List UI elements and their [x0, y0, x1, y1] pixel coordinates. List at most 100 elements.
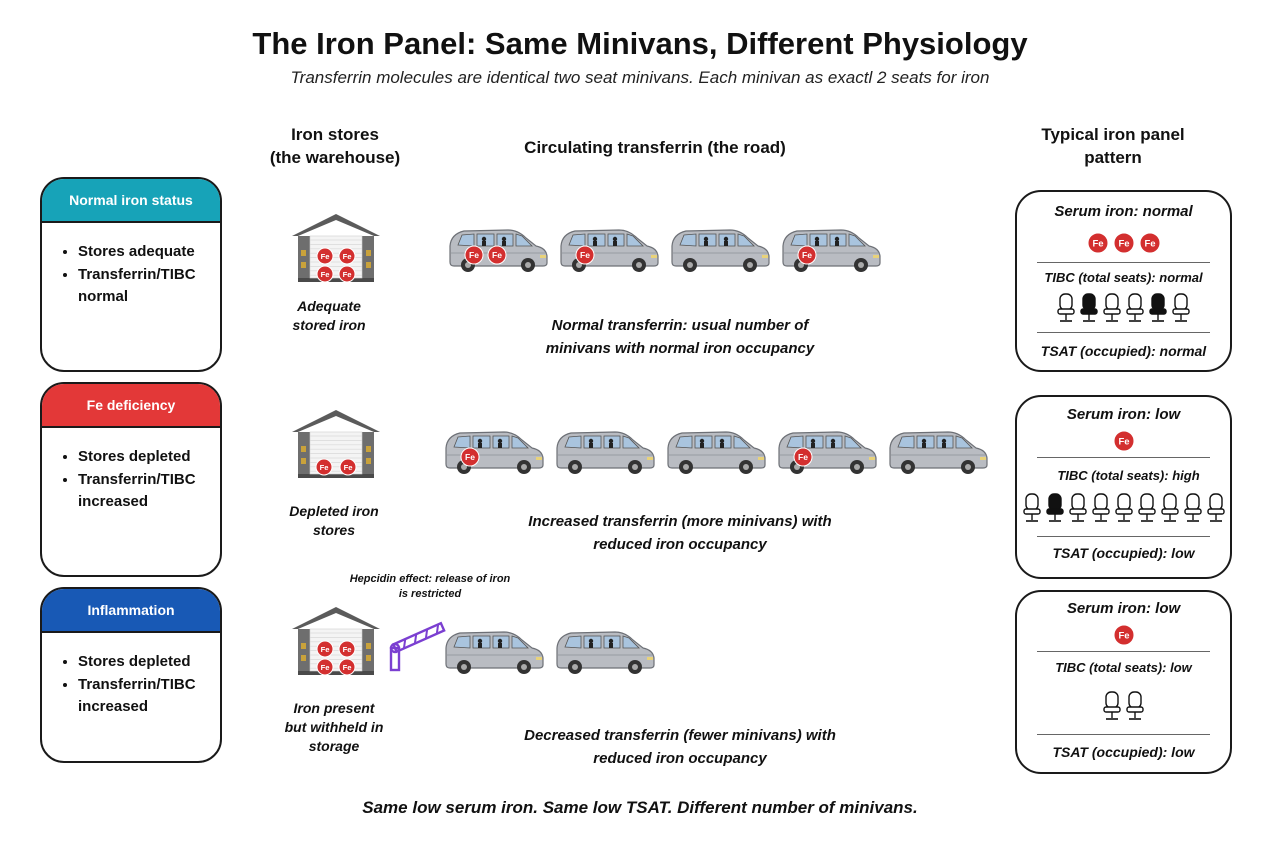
fe-icon: Fe: [793, 447, 813, 467]
page-title: The Iron Panel: Same Minivans, Different…: [252, 26, 1028, 61]
minivan: Fe: [779, 226, 883, 279]
fe-icon: Fe: [316, 658, 334, 676]
iron-panel-inflammation: Serum iron: low Fe TIBC (total seats): l…: [1015, 590, 1232, 774]
seat-icon: [1126, 293, 1144, 322]
seat-icon: [1126, 691, 1144, 720]
seat-icon: [1114, 493, 1133, 522]
svg-text:Fe: Fe: [1118, 437, 1129, 448]
footer-note: Same low serum iron. Same low TSAT. Diff…: [362, 798, 918, 817]
panel-divider: [1037, 536, 1210, 537]
minivan: Fe: [442, 428, 546, 481]
panel-divider: [1037, 457, 1210, 458]
status-card-body: Stores adequate Transferrin/TIBC normal: [42, 223, 220, 308]
tsat-label: TSAT (occupied): normal: [1040, 343, 1207, 359]
status-card-deficiency: Fe deficiency Stores depleted Transferri…: [40, 382, 222, 577]
seat-icon: [1057, 293, 1075, 322]
hepcidin-gate-icon: [389, 621, 446, 672]
column-header-stores: Iron stores (the warehouse): [269, 125, 401, 167]
fe-icon: Fe: [460, 447, 480, 467]
status-card-body: Stores depleted Transferrin/TIBC increas…: [42, 428, 220, 513]
seat-icon: [1068, 493, 1087, 522]
svg-text:Fe: Fe: [492, 250, 502, 260]
seat-icon: [1160, 493, 1179, 522]
minivan: Fe Fe: [446, 226, 550, 279]
svg-text:Fe: Fe: [1118, 239, 1129, 250]
seat-icon: [1103, 293, 1121, 322]
fe-icon: Fe: [1113, 624, 1134, 646]
fe-icon: Fe: [487, 245, 507, 265]
status-bullet: Transferrin/TIBC increased: [78, 469, 212, 513]
tibc-seat-row: [1017, 690, 1230, 726]
svg-text:Fe: Fe: [343, 645, 352, 654]
fe-icon: Fe: [338, 640, 356, 658]
svg-text:Fe: Fe: [469, 250, 479, 260]
minivan: [886, 428, 990, 481]
fe-icon: Fe: [316, 247, 334, 265]
seat-icon: [1080, 293, 1098, 322]
fe-icon: Fe: [1113, 430, 1134, 452]
fe-icon: Fe: [338, 658, 356, 676]
seat-icon: [1022, 493, 1041, 522]
fe-icon: Fe: [1139, 232, 1160, 254]
serum-iron-label: Serum iron: normal: [1054, 203, 1193, 220]
status-card-body: Stores depleted Transferrin/TIBC increas…: [42, 633, 220, 718]
minivan: Fe: [775, 428, 879, 481]
minivan: [442, 628, 546, 681]
tibc-seat-row: [1017, 492, 1230, 526]
serum-fe-row: Fe: [1017, 624, 1230, 646]
status-card-header: Inflammation: [42, 589, 220, 633]
status-bullet: Stores adequate: [78, 241, 212, 263]
minivan: [553, 628, 657, 681]
seat-icon: [1206, 493, 1225, 522]
fe-icon: Fe: [316, 265, 334, 283]
fe-icon: Fe: [339, 458, 357, 476]
panel-divider: [1037, 262, 1210, 263]
svg-text:Fe: Fe: [321, 270, 330, 279]
status-card-header: Fe deficiency: [42, 384, 220, 428]
minivan: [553, 428, 657, 481]
status-bullet: Stores depleted: [78, 446, 212, 468]
status-bullet: Stores depleted: [78, 651, 212, 673]
stores-caption-inflammation: Iron present but withheld in storage: [284, 700, 384, 754]
status-card-header: Normal iron status: [42, 179, 220, 223]
serum-fe-row: Fe Fe Fe: [1017, 232, 1230, 254]
fe-icon: Fe: [316, 640, 334, 658]
svg-text:Fe: Fe: [321, 252, 330, 261]
svg-text:Fe: Fe: [321, 663, 330, 672]
column-header-panel: Typical iron panel pattern: [1041, 125, 1185, 167]
fe-icon: Fe: [464, 245, 484, 265]
svg-text:Fe: Fe: [343, 252, 352, 261]
seat-icon: [1149, 293, 1167, 322]
serum-iron-label: Serum iron: low: [1066, 600, 1181, 617]
svg-text:Fe: Fe: [344, 463, 353, 472]
fe-icon: Fe: [797, 245, 817, 265]
svg-text:Fe: Fe: [580, 250, 590, 260]
serum-iron-label: Serum iron: low: [1066, 406, 1181, 423]
svg-text:Fe: Fe: [320, 463, 329, 472]
seat-icon: [1103, 691, 1121, 720]
svg-text:Fe: Fe: [321, 645, 330, 654]
svg-text:Fe: Fe: [798, 452, 808, 462]
tsat-label: TSAT (occupied): low: [1052, 744, 1195, 760]
seat-icon: [1045, 493, 1064, 522]
fe-icon: Fe: [338, 247, 356, 265]
tibc-seat-row: [1017, 292, 1230, 326]
status-bullet: Transferrin/TIBC normal: [78, 264, 212, 308]
svg-text:Fe: Fe: [343, 663, 352, 672]
serum-fe-row: Fe: [1017, 430, 1230, 452]
seat-icon: [1172, 293, 1190, 322]
iron-panel-deficiency: Serum iron: low Fe TIBC (total seats): h…: [1015, 395, 1232, 579]
fe-icon: Fe: [1113, 232, 1134, 254]
status-bullet: Transferrin/TIBC increased: [78, 674, 212, 718]
fe-icon: Fe: [315, 458, 333, 476]
fe-icon: Fe: [338, 265, 356, 283]
panel-divider: [1037, 734, 1210, 735]
svg-text:Fe: Fe: [1092, 239, 1103, 250]
fe-icon: Fe: [575, 245, 595, 265]
panel-divider: [1037, 332, 1210, 333]
minivan: [664, 428, 768, 481]
road-caption-inflammation: Decreased transferrin (fewer minivans) w…: [524, 727, 836, 767]
status-card-inflammation: Inflammation Stores depleted Transferrin…: [40, 587, 222, 763]
